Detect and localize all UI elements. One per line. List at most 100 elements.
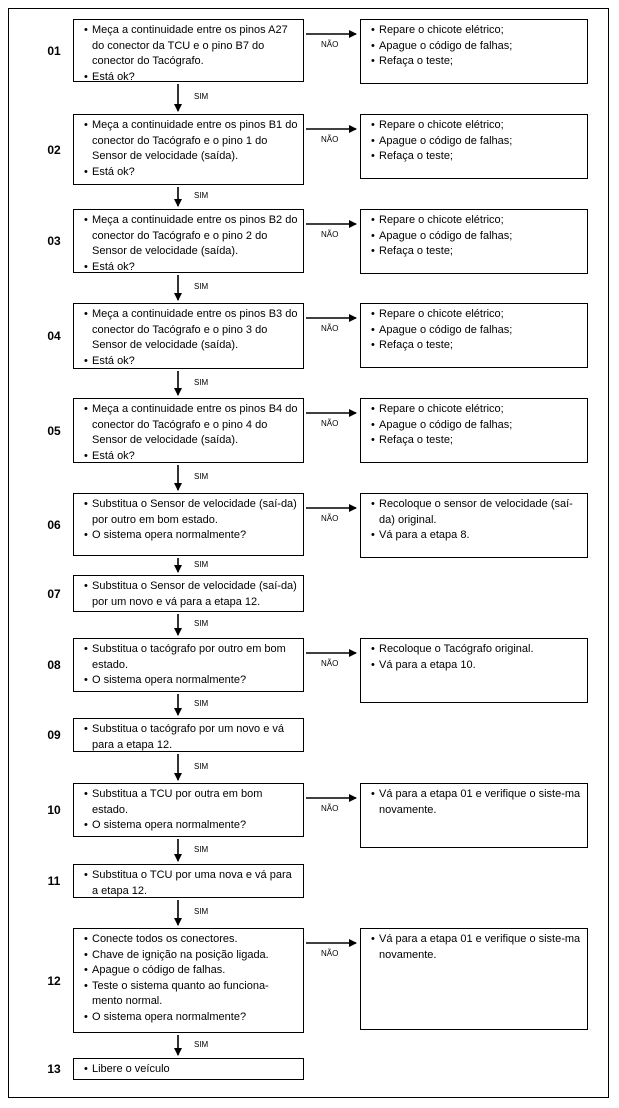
failure-action-box-list: Repare o chicote elétrico;Apague o códig… xyxy=(371,307,583,354)
failure-action-box: Repare o chicote elétrico;Apague o códig… xyxy=(360,303,588,368)
bullet-item: Repare o chicote elétrico; xyxy=(371,307,583,323)
bullet-item: O sistema opera normalmente? xyxy=(84,818,299,834)
step-box-list: Libere o veículo xyxy=(84,1062,299,1078)
bullet-item: Conecte todos os conectores. xyxy=(84,932,299,948)
bullet-item: Refaça o teste; xyxy=(371,54,583,70)
step-box: Meça a continuidade entre os pinos B4 do… xyxy=(73,398,304,464)
step-box-list: Meça a continuidade entre os pinos B3 do… xyxy=(84,307,299,369)
step-box: Substitua o Sensor de velocidade (saí-da… xyxy=(73,575,304,612)
no-label: NÃO xyxy=(321,949,339,958)
bullet-item: Meça a continuidade entre os pinos B3 do… xyxy=(84,307,299,354)
bullet-item: Libere o veículo xyxy=(84,1062,299,1078)
yes-label: SIM xyxy=(194,619,209,628)
no-label: NÃO xyxy=(321,419,339,428)
step-box-list: Substitua o tacógrafo por um novo e vá p… xyxy=(84,722,299,753)
flowchart-frame xyxy=(8,8,609,1098)
bullet-item: Substitua o TCU por uma nova e vá para a… xyxy=(84,868,299,899)
yes-label: SIM xyxy=(194,191,209,200)
bullet-item: Apague o código de falhas. xyxy=(84,963,299,979)
step-box: Meça a continuidade entre os pinos B2 do… xyxy=(73,209,304,275)
step-number: 06 xyxy=(47,518,61,532)
step-number: 05 xyxy=(47,424,61,438)
bullet-item: O sistema opera normalmente? xyxy=(84,1010,299,1026)
failure-action-box: Repare o chicote elétrico;Apague o códig… xyxy=(360,114,588,179)
bullet-item: Apague o código de falhas; xyxy=(371,323,583,339)
step-box: Libere o veículo xyxy=(73,1058,304,1080)
failure-action-box: Repare o chicote elétrico;Apague o códig… xyxy=(360,19,588,84)
no-label: NÃO xyxy=(321,135,339,144)
bullet-item: Refaça o teste; xyxy=(371,338,583,354)
bullet-item: Repare o chicote elétrico; xyxy=(371,402,583,418)
bullet-item: Substitua o tacógrafo por outro em bom e… xyxy=(84,642,299,673)
bullet-item: Chave de ignição na posição ligada. xyxy=(84,948,299,964)
step-box: Substitua a TCU por outra em bom estado.… xyxy=(73,783,304,837)
step-box-list: Substitua o TCU por uma nova e vá para a… xyxy=(84,868,299,899)
bullet-item: Recoloque o sensor de velocidade (saí-da… xyxy=(371,497,583,528)
bullet-item: Substitua a TCU por outra em bom estado. xyxy=(84,787,299,818)
step-number: 12 xyxy=(47,974,61,988)
yes-label: SIM xyxy=(194,1040,209,1049)
no-label: NÃO xyxy=(321,230,339,239)
yes-label: SIM xyxy=(194,92,209,101)
no-label: NÃO xyxy=(321,804,339,813)
bullet-item: Está ok? xyxy=(84,354,299,370)
yes-label: SIM xyxy=(194,560,209,569)
failure-action-box: Repare o chicote elétrico;Apague o códig… xyxy=(360,398,588,463)
bullet-item: Vá para a etapa 8. xyxy=(371,528,583,544)
bullet-item: Substitua o Sensor de velocidade (saí-da… xyxy=(84,579,299,610)
step-box-list: Substitua o Sensor de velocidade (saí-da… xyxy=(84,497,299,544)
step-box-list: Conecte todos os conectores.Chave de ign… xyxy=(84,932,299,1025)
bullet-item: Apague o código de falhas; xyxy=(371,418,583,434)
yes-label: SIM xyxy=(194,907,209,916)
bullet-item: Substitua o Sensor de velocidade (saí-da… xyxy=(84,497,299,528)
step-box-list: Meça a continuidade entre os pinos A27 d… xyxy=(84,23,299,85)
failure-action-box: Vá para a etapa 01 e verifique o siste-m… xyxy=(360,783,588,848)
bullet-item: Está ok? xyxy=(84,449,299,465)
bullet-item: Recoloque o Tacógrafo original. xyxy=(371,642,583,658)
bullet-item: Teste o sistema quanto ao funciona-mento… xyxy=(84,979,299,1010)
no-label: NÃO xyxy=(321,514,339,523)
bullet-item: Vá para a etapa 01 e verifique o siste-m… xyxy=(371,932,583,963)
step-number: 04 xyxy=(47,329,61,343)
yes-label: SIM xyxy=(194,762,209,771)
step-box: Conecte todos os conectores.Chave de ign… xyxy=(73,928,304,1033)
step-number: 09 xyxy=(47,728,61,742)
failure-action-box-list: Recoloque o sensor de velocidade (saí-da… xyxy=(371,497,583,544)
step-box: Substitua o tacógrafo por outro em bom e… xyxy=(73,638,304,692)
no-label: NÃO xyxy=(321,324,339,333)
bullet-item: Meça a continuidade entre os pinos B1 do… xyxy=(84,118,299,165)
step-number: 03 xyxy=(47,234,61,248)
bullet-item: Refaça o teste; xyxy=(371,149,583,165)
step-box-list: Meça a continuidade entre os pinos B1 do… xyxy=(84,118,299,180)
step-number: 13 xyxy=(47,1062,61,1076)
step-box-list: Substitua o tacógrafo por outro em bom e… xyxy=(84,642,299,689)
failure-action-box-list: Repare o chicote elétrico;Apague o códig… xyxy=(371,402,583,449)
failure-action-box: Vá para a etapa 01 e verifique o siste-m… xyxy=(360,928,588,1030)
bullet-item: Substitua o tacógrafo por um novo e vá p… xyxy=(84,722,299,753)
no-label: NÃO xyxy=(321,40,339,49)
step-box: Meça a continuidade entre os pinos B1 do… xyxy=(73,114,304,185)
bullet-item: Vá para a etapa 01 e verifique o siste-m… xyxy=(371,787,583,818)
bullet-item: Meça a continuidade entre os pinos B2 do… xyxy=(84,213,299,260)
step-box-list: Meça a continuidade entre os pinos B4 do… xyxy=(84,402,299,464)
bullet-item: Está ok? xyxy=(84,70,299,86)
step-box-list: Substitua a TCU por outra em bom estado.… xyxy=(84,787,299,834)
bullet-item: Vá para a etapa 10. xyxy=(371,658,583,674)
bullet-item: Apague o código de falhas; xyxy=(371,229,583,245)
bullet-item: Refaça o teste; xyxy=(371,433,583,449)
failure-action-box-list: Repare o chicote elétrico;Apague o códig… xyxy=(371,213,583,260)
bullet-item: Repare o chicote elétrico; xyxy=(371,213,583,229)
bullet-item: Apague o código de falhas; xyxy=(371,134,583,150)
yes-label: SIM xyxy=(194,472,209,481)
yes-label: SIM xyxy=(194,378,209,387)
bullet-item: Refaça o teste; xyxy=(371,244,583,260)
bullet-item: Meça a continuidade entre os pinos A27 d… xyxy=(84,23,299,70)
failure-action-box-list: Vá para a etapa 01 e verifique o siste-m… xyxy=(371,787,583,818)
bullet-item: Está ok? xyxy=(84,165,299,181)
failure-action-box-list: Repare o chicote elétrico;Apague o códig… xyxy=(371,23,583,70)
failure-action-box-list: Recoloque o Tacógrafo original.Vá para a… xyxy=(371,642,583,673)
bullet-item: Repare o chicote elétrico; xyxy=(371,23,583,39)
failure-action-box: Repare o chicote elétrico;Apague o códig… xyxy=(360,209,588,274)
step-box: Meça a continuidade entre os pinos A27 d… xyxy=(73,19,304,85)
